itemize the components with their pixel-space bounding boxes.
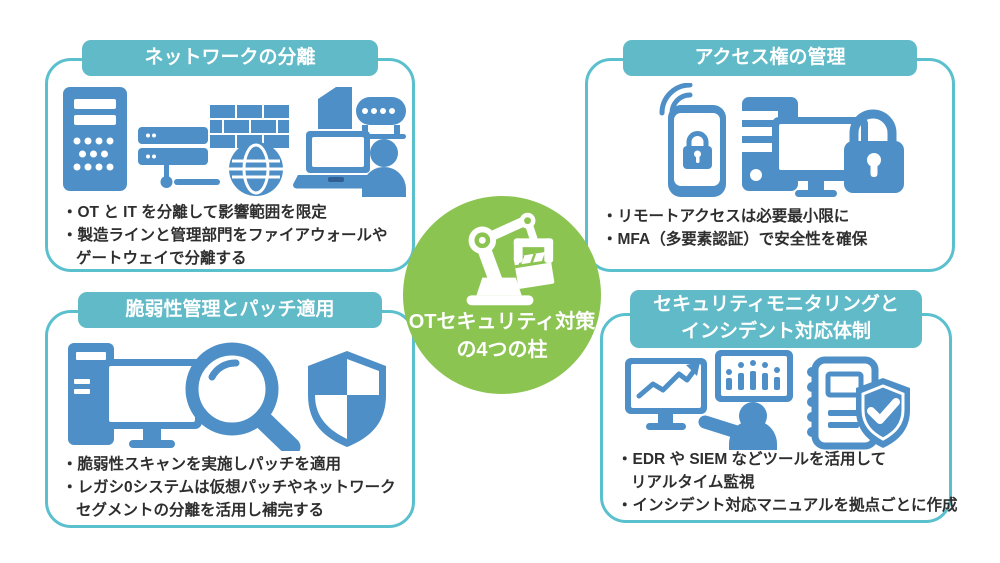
firewall-bricks-icon [210,105,289,148]
laptop-icon [293,131,384,189]
server-stack-icon [138,127,220,188]
monitor-icon [102,359,202,448]
operator-person-icon [362,139,406,197]
center-circle: OTセキュリティ対策 の4つの柱 [403,196,601,394]
check-shield-icon [856,378,910,448]
smartphone-lock-icon [668,105,726,197]
bullet-line: ・OT と IT を分離して影響範囲を限定 [62,204,327,221]
bullet-line: リアルタイム監視 [631,474,755,491]
analyst-person-icon [698,402,777,450]
pillar-title-monitoring-incident-response: セキュリティモニタリングと インシデント対応体制 [630,290,922,348]
center-title-line1: OTセキュリティ対策 [408,311,596,333]
bullet-line: ・MFA（多要素認証）で安全性を確保 [602,231,868,248]
pillar-bullets: ・脆弱性スキャンを実施しパッチを適用 ・レガシ0システムは仮想パッチやネットワー… [62,453,410,522]
pillar-bullets: ・リモートアクセスは必要最小限に ・MFA（多要素認証）で安全性を確保 [602,205,950,251]
monitor-icon [772,117,868,197]
pillar-box-network-separation: ネットワークの分離 [45,40,415,272]
pillar-title-text: ネットワークの分離 [144,46,316,68]
pillar-bullets: ・OT と IT を分離して影響範囲を限定 ・製造ラインと管理部門をファイアウォ… [62,201,410,270]
bullet-line: ・EDR や SIEM などツールを活用して [617,451,887,468]
bullet-line: セグメントの分離を活用し補完する [76,502,325,519]
bullet-line: ・リモートアクセスは必要最小限に [602,208,850,225]
globe-icon [229,142,283,196]
pillar-title-text-line2: インシデント対応体制 [680,321,871,342]
bullet-line: ・脆弱性スキャンを実施しパッチを適用 [62,456,342,473]
pillar-title-text: 脆弱性管理とパッチ適用 [125,298,335,320]
pillar-bullets: ・EDR や SIEM などツールを活用して リアルタイム監視 ・インシデント対… [617,448,958,517]
quartered-shield-icon [308,351,386,447]
bullet-line: ・製造ラインと管理部門をファイアウォールや [62,227,388,244]
monitoring-icons-cluster [625,350,910,450]
padlock-icon [844,109,904,193]
pillar-title-text-line1: セキュリティモニタリングと [653,294,899,316]
pillar-title-access-rights: アクセス権の管理 [623,40,917,76]
bullet-line: ゲートウェイで分離する [76,250,247,267]
bar-chart-monitor-icon [715,350,793,402]
pillar-box-access-rights: アクセス権の管理 [585,40,955,272]
access-icons-cluster [659,83,904,197]
cardboard-box-icon [513,251,555,289]
pillar-title-text: アクセス権の管理 [694,46,846,68]
pillar-box-vulnerability-management: 脆弱性管理とパッチ適用 [45,292,415,528]
vulnerability-icons-cluster [68,342,386,451]
network-icons-cluster [63,87,406,197]
pillar-title-vulnerability-management: 脆弱性管理とパッチ適用 [78,292,382,328]
factory-conveyor-icon [318,87,406,139]
pillar-box-monitoring-incident-response: セキュリティモニタリングと インシデント対応体制 [600,290,958,523]
magnifier-icon [185,342,301,451]
line-chart-monitor-icon [625,358,707,430]
bullet-line: ・レガシ0システムは仮想パッチやネットワーク [62,479,396,496]
pillar-title-network-separation: ネットワークの分離 [82,40,378,76]
center-title-line2: の4つの柱 [456,339,548,361]
industrial-controller-icon [63,87,127,191]
robot-arm-box-icon [466,212,555,306]
bullet-line: ・インシデント対応マニュアルを拠点ごとに作成 [617,497,958,514]
